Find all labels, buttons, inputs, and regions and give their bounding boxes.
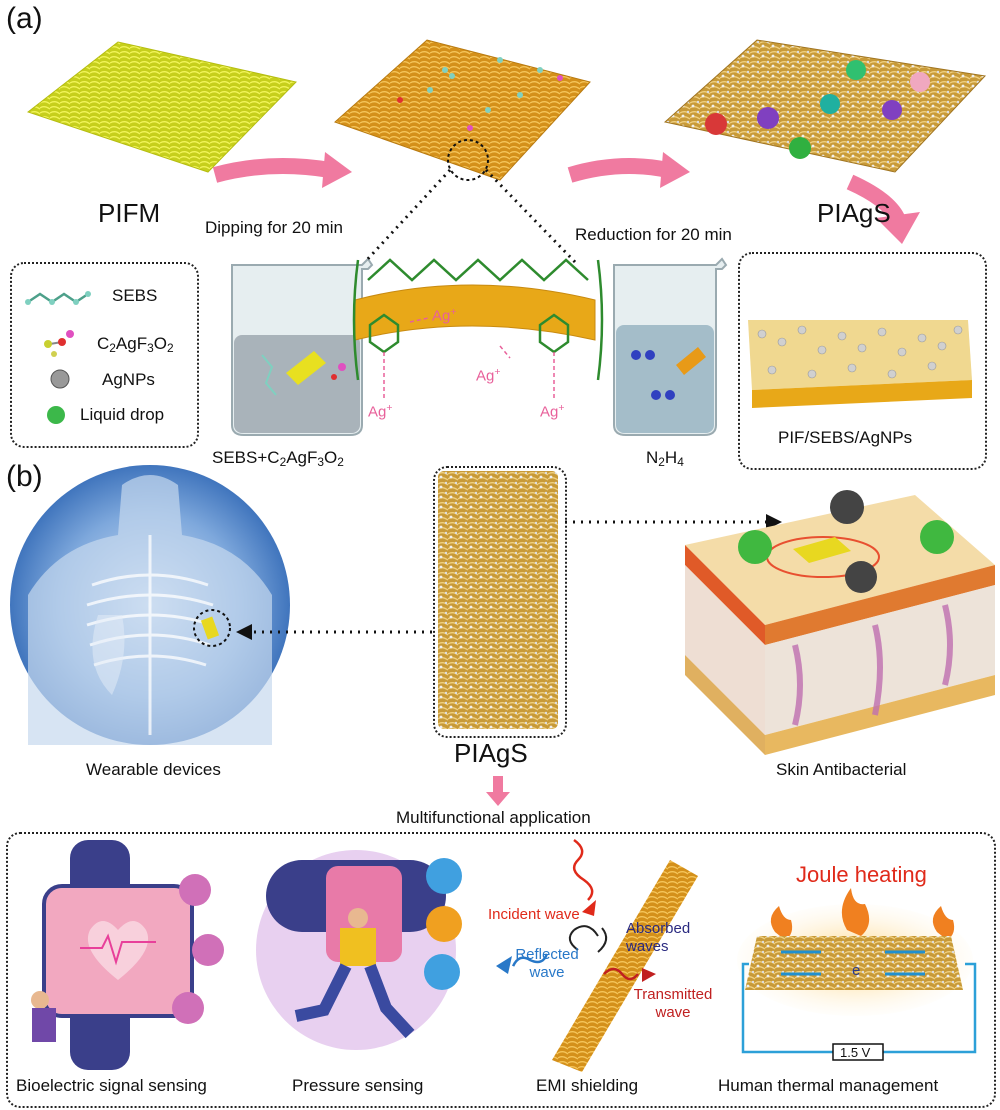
multi-arrow	[486, 776, 510, 806]
liquid-drop-icon	[47, 406, 65, 424]
skin-block	[685, 490, 995, 755]
zoom-polymer-svg	[352, 168, 604, 398]
applications-box	[6, 832, 996, 1108]
ag-ion-4: Ag+	[540, 402, 565, 421]
piags-center-label: PIAgS	[454, 738, 528, 768]
legend-liquid-drop: Liquid drop	[80, 405, 165, 424]
emi-reflected: Reflected wave	[515, 946, 579, 981]
beaker-n2h4-label: N2H4	[646, 448, 684, 469]
ag-ion-3: Ag+	[368, 402, 393, 421]
composite-block	[748, 320, 972, 408]
legend-icons	[25, 291, 91, 424]
emi-absorbed: Absorbed waves	[626, 920, 691, 955]
beaker-n2h4	[613, 257, 728, 436]
impregnated-mat	[334, 39, 591, 181]
fiber-tube	[354, 284, 596, 341]
skin-caption: Skin Antibacterial	[776, 760, 907, 779]
ag-ion-1: Ag+	[432, 306, 457, 325]
piags-sample-box	[433, 466, 567, 738]
step-dipping: Dipping for 20 min	[205, 218, 343, 237]
app-label-emi: EMI shielding	[536, 1076, 639, 1095]
impregnated-molecules	[397, 57, 563, 131]
app-emi-illustration	[496, 838, 698, 1072]
skin-patch	[793, 537, 851, 563]
liquid-drops	[705, 60, 930, 159]
step-reduction: Reduction for 20 min	[575, 225, 732, 244]
electron-label: e	[852, 962, 861, 979]
beaker-sebs-label: SEBS+C2AgF3O2	[212, 448, 344, 469]
zoom-box	[738, 252, 987, 470]
legend-box	[10, 262, 199, 448]
beaker-sebs	[231, 257, 374, 436]
panel-b-letter: (b)	[6, 460, 43, 493]
panel-a-mats-svg	[26, 39, 987, 244]
piags-label: PIAgS	[817, 198, 891, 228]
virus-icons	[738, 490, 954, 593]
app-bioelectric-illustration	[31, 840, 224, 1070]
wearable-caption: Wearable devices	[86, 760, 221, 779]
app-label-pressure: Pressure sensing	[292, 1076, 424, 1095]
sebs-icon	[25, 291, 91, 305]
polymer-chain	[352, 258, 604, 381]
battery-voltage: 1.5 V	[840, 1045, 871, 1060]
legend-agnps: AgNPs	[102, 370, 155, 389]
emi-incident: Incident wave	[488, 906, 580, 923]
silver-trifluoroacetate-icon	[44, 330, 74, 357]
legend-sebs: SEBS	[112, 286, 158, 305]
legend-c2agf3o2: C2AgF3O2	[97, 334, 174, 355]
human-torso	[10, 465, 290, 745]
pifm-mat	[26, 41, 297, 173]
ag-ion-2: Ag+	[476, 366, 501, 385]
emi-transmitted: Transmitted wave	[633, 986, 713, 1021]
zoom-label: PIF/SEBS/AgNPs	[778, 428, 913, 447]
app-label-bioelectric: Bioelectric signal sensing	[16, 1076, 207, 1095]
piags-sample	[438, 471, 558, 729]
multi-label: Multifunctional application	[396, 808, 591, 827]
app-thermal-illustration	[737, 888, 977, 1061]
wearable-patch	[200, 616, 220, 640]
joule-title: Joule heating	[796, 862, 927, 887]
sample-arrows	[236, 514, 782, 640]
panel-a-letter: (a)	[6, 2, 43, 35]
arrow-reduction	[567, 158, 670, 183]
app-label-thermal: Human thermal management	[718, 1076, 939, 1095]
arrow-dipping	[212, 158, 332, 183]
pifm-label: PIFM	[98, 198, 161, 228]
zoom-circle	[447, 139, 489, 181]
agnps-icon	[50, 369, 70, 389]
app-pressure-illustration	[256, 850, 462, 1050]
